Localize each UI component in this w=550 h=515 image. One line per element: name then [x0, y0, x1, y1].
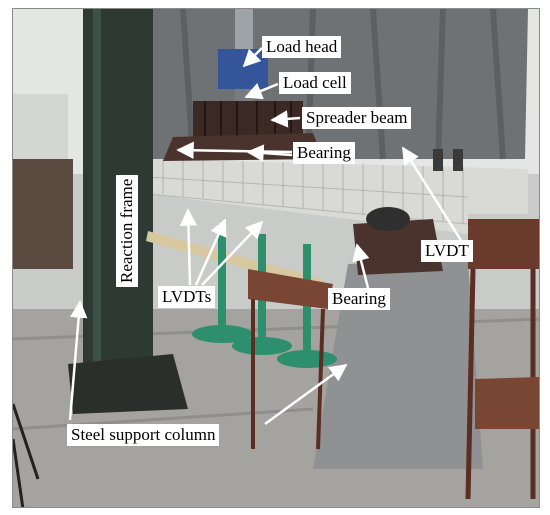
reaction-frame-base [68, 354, 188, 414]
label-bearing-top: Bearing [293, 142, 355, 164]
label-spreader-beam: Spreader beam [302, 107, 412, 129]
lvdt-gauge [433, 149, 443, 171]
label-load-cell: Load cell [279, 72, 351, 94]
label-lvdts: LVDTs [158, 286, 216, 308]
right-stool [468, 219, 539, 269]
load-head-block [218, 49, 268, 89]
load-actuator-rod [235, 9, 253, 49]
left-bench [13, 159, 73, 269]
label-reaction-frame: Reaction frame [116, 174, 138, 287]
label-steel-support-column: Steel support column [67, 424, 220, 446]
label-load-head: Load head [262, 36, 342, 58]
instrument-table [248, 269, 333, 309]
load-cell-block [235, 89, 253, 101]
label-bearing-bottom: Bearing [328, 288, 390, 310]
label-lvdt: LVDT [421, 240, 473, 262]
steel-support-column [313, 259, 483, 469]
